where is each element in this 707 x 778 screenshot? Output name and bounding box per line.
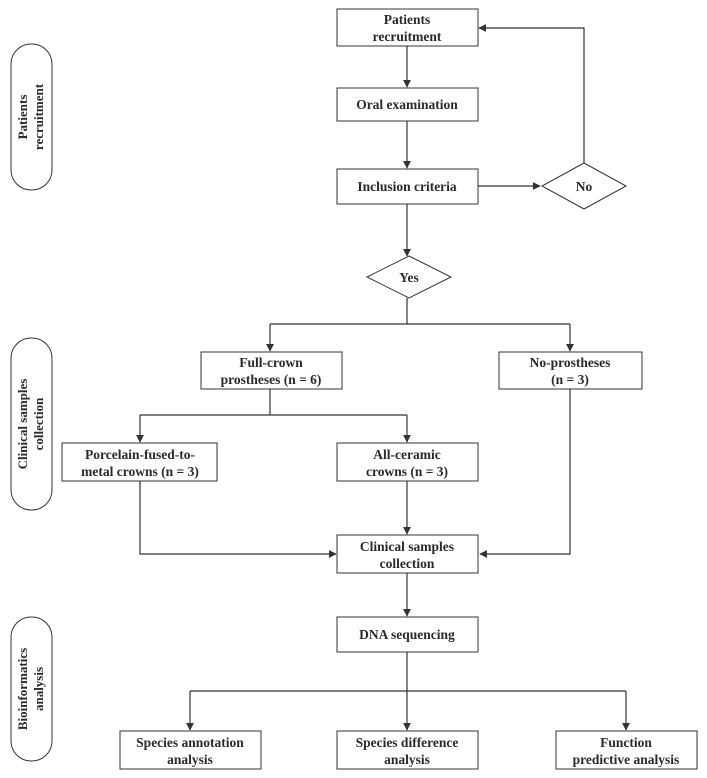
node-function-predictive-line2: predictive analysis: [573, 752, 680, 767]
side-pill-recruitment: Patients recruitment: [10, 43, 53, 191]
node-clinical-samples-line2: collection: [380, 556, 435, 571]
node-no-prostheses: No-prostheses (n = 3): [498, 351, 643, 390]
side-label-collection-line1: Clinical samples: [15, 379, 30, 470]
node-clinical-samples-line1: Clinical samples: [360, 539, 454, 554]
node-full-crown-line2: prostheses (n = 6): [221, 372, 322, 387]
node-species-difference-line2: analysis: [384, 752, 430, 767]
side-label-recruitment-line1: Patients: [15, 95, 30, 140]
node-all-ceramic: All-ceramic crowns (n = 3): [336, 442, 479, 482]
node-all-ceramic-line2: crowns (n = 3): [366, 464, 448, 479]
edge-porcelain-to-clinical: [139, 481, 337, 558]
node-full-crown-line1: Full-crown: [239, 355, 303, 370]
node-patients-recruitment-line1: Patients: [384, 12, 431, 27]
side-pill-bioinformatics: Bioinformatics analysis: [10, 616, 53, 762]
edge-no-to-recruitment: [478, 24, 585, 163]
edges: [136, 24, 630, 731]
node-species-difference-line1: Species difference: [356, 735, 459, 750]
node-function-predictive-line1: Function: [600, 735, 652, 750]
side-label-collection-line2: collection: [31, 397, 46, 450]
node-dna-sequencing-line1: DNA sequencing: [359, 627, 455, 642]
node-no-prostheses-line2: (n = 3): [551, 372, 589, 387]
node-species-annotation-line1: Species annotation: [136, 735, 244, 750]
node-porcelain-crowns: Porcelain-fused-to- metal crowns (n = 3): [61, 442, 218, 482]
node-porcelain-crowns-line1: Porcelain-fused-to-: [85, 447, 195, 462]
node-clinical-samples: Clinical samples collection: [336, 534, 479, 574]
edge-no-prostheses-to-clinical: [479, 389, 571, 558]
node-yes-decision-label: Yes: [399, 270, 419, 285]
node-no-prostheses-line1: No-prostheses: [530, 355, 611, 370]
node-species-annotation-line2: analysis: [167, 752, 213, 767]
node-function-predictive: Function predictive analysis: [555, 730, 698, 770]
node-yes-decision: Yes: [365, 255, 453, 299]
node-oral-examination-line1: Oral examination: [356, 97, 458, 112]
node-patients-recruitment: Patients recruitment: [336, 8, 479, 47]
node-inclusion-criteria-line1: Inclusion criteria: [357, 179, 457, 194]
node-all-ceramic-line1: All-ceramic: [373, 447, 440, 462]
node-patients-recruitment-line2: recruitment: [373, 29, 442, 44]
node-no-decision: No: [540, 162, 628, 210]
node-full-crown: Full-crown prostheses (n = 6): [200, 351, 343, 390]
node-dna-sequencing: DNA sequencing: [336, 616, 479, 653]
node-inclusion-criteria: Inclusion criteria: [336, 168, 479, 205]
node-porcelain-crowns-line2: metal crowns (n = 3): [81, 464, 199, 479]
side-label-bioinformatics-line1: Bioinformatics: [15, 648, 30, 730]
side-label-bioinformatics-line2: analysis: [31, 667, 46, 711]
node-species-difference: Species difference analysis: [336, 730, 479, 770]
node-species-annotation: Species annotation analysis: [119, 730, 262, 770]
node-oral-examination: Oral examination: [336, 87, 479, 122]
node-no-decision-label: No: [576, 179, 593, 194]
side-label-recruitment-line2: recruitment: [31, 83, 46, 150]
side-pill-collection: Clinical samples collection: [10, 337, 53, 511]
